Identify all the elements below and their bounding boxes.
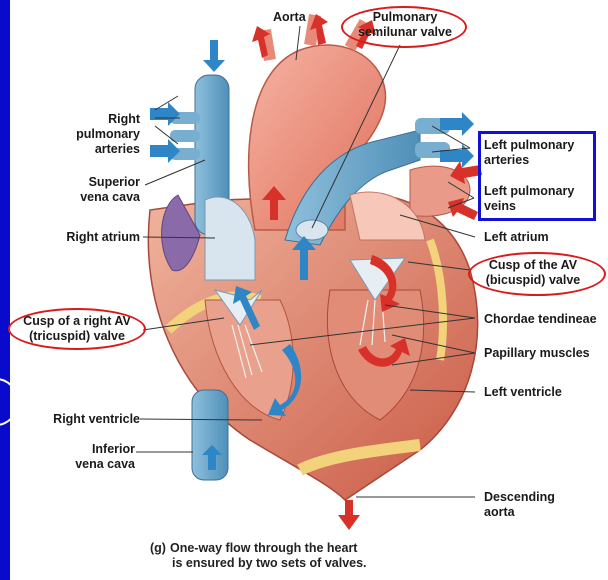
- caption-line1: One-way flow through the heart: [170, 541, 358, 555]
- caption-panel-letter: (g): [150, 541, 166, 555]
- highlight-box-left-pulmonary: [478, 131, 596, 221]
- highlight-oval-bicuspid: [468, 252, 606, 296]
- pulmonary-valve-shape: [296, 220, 328, 240]
- label-aorta: Aorta: [273, 10, 306, 25]
- label-chordae-tendineae: Chordae tendineae: [484, 312, 597, 327]
- right-pulmonary-artery-2: [170, 130, 200, 142]
- label-left-ventricle: Left ventricle: [484, 385, 562, 400]
- caption-line2: is ensured by two sets of valves.: [150, 556, 367, 570]
- label-papillary-muscles: Papillary muscles: [484, 346, 590, 361]
- highlight-oval-pulmonary-valve: [341, 6, 467, 48]
- highlight-oval-tricuspid: [8, 308, 146, 350]
- label-right-ventricle: Right ventricle: [30, 412, 140, 427]
- label-left-atrium: Left atrium: [484, 230, 549, 245]
- figure-caption: (g) One-way flow through the heart is ens…: [150, 541, 450, 571]
- label-right-atrium: Right atrium: [40, 230, 140, 245]
